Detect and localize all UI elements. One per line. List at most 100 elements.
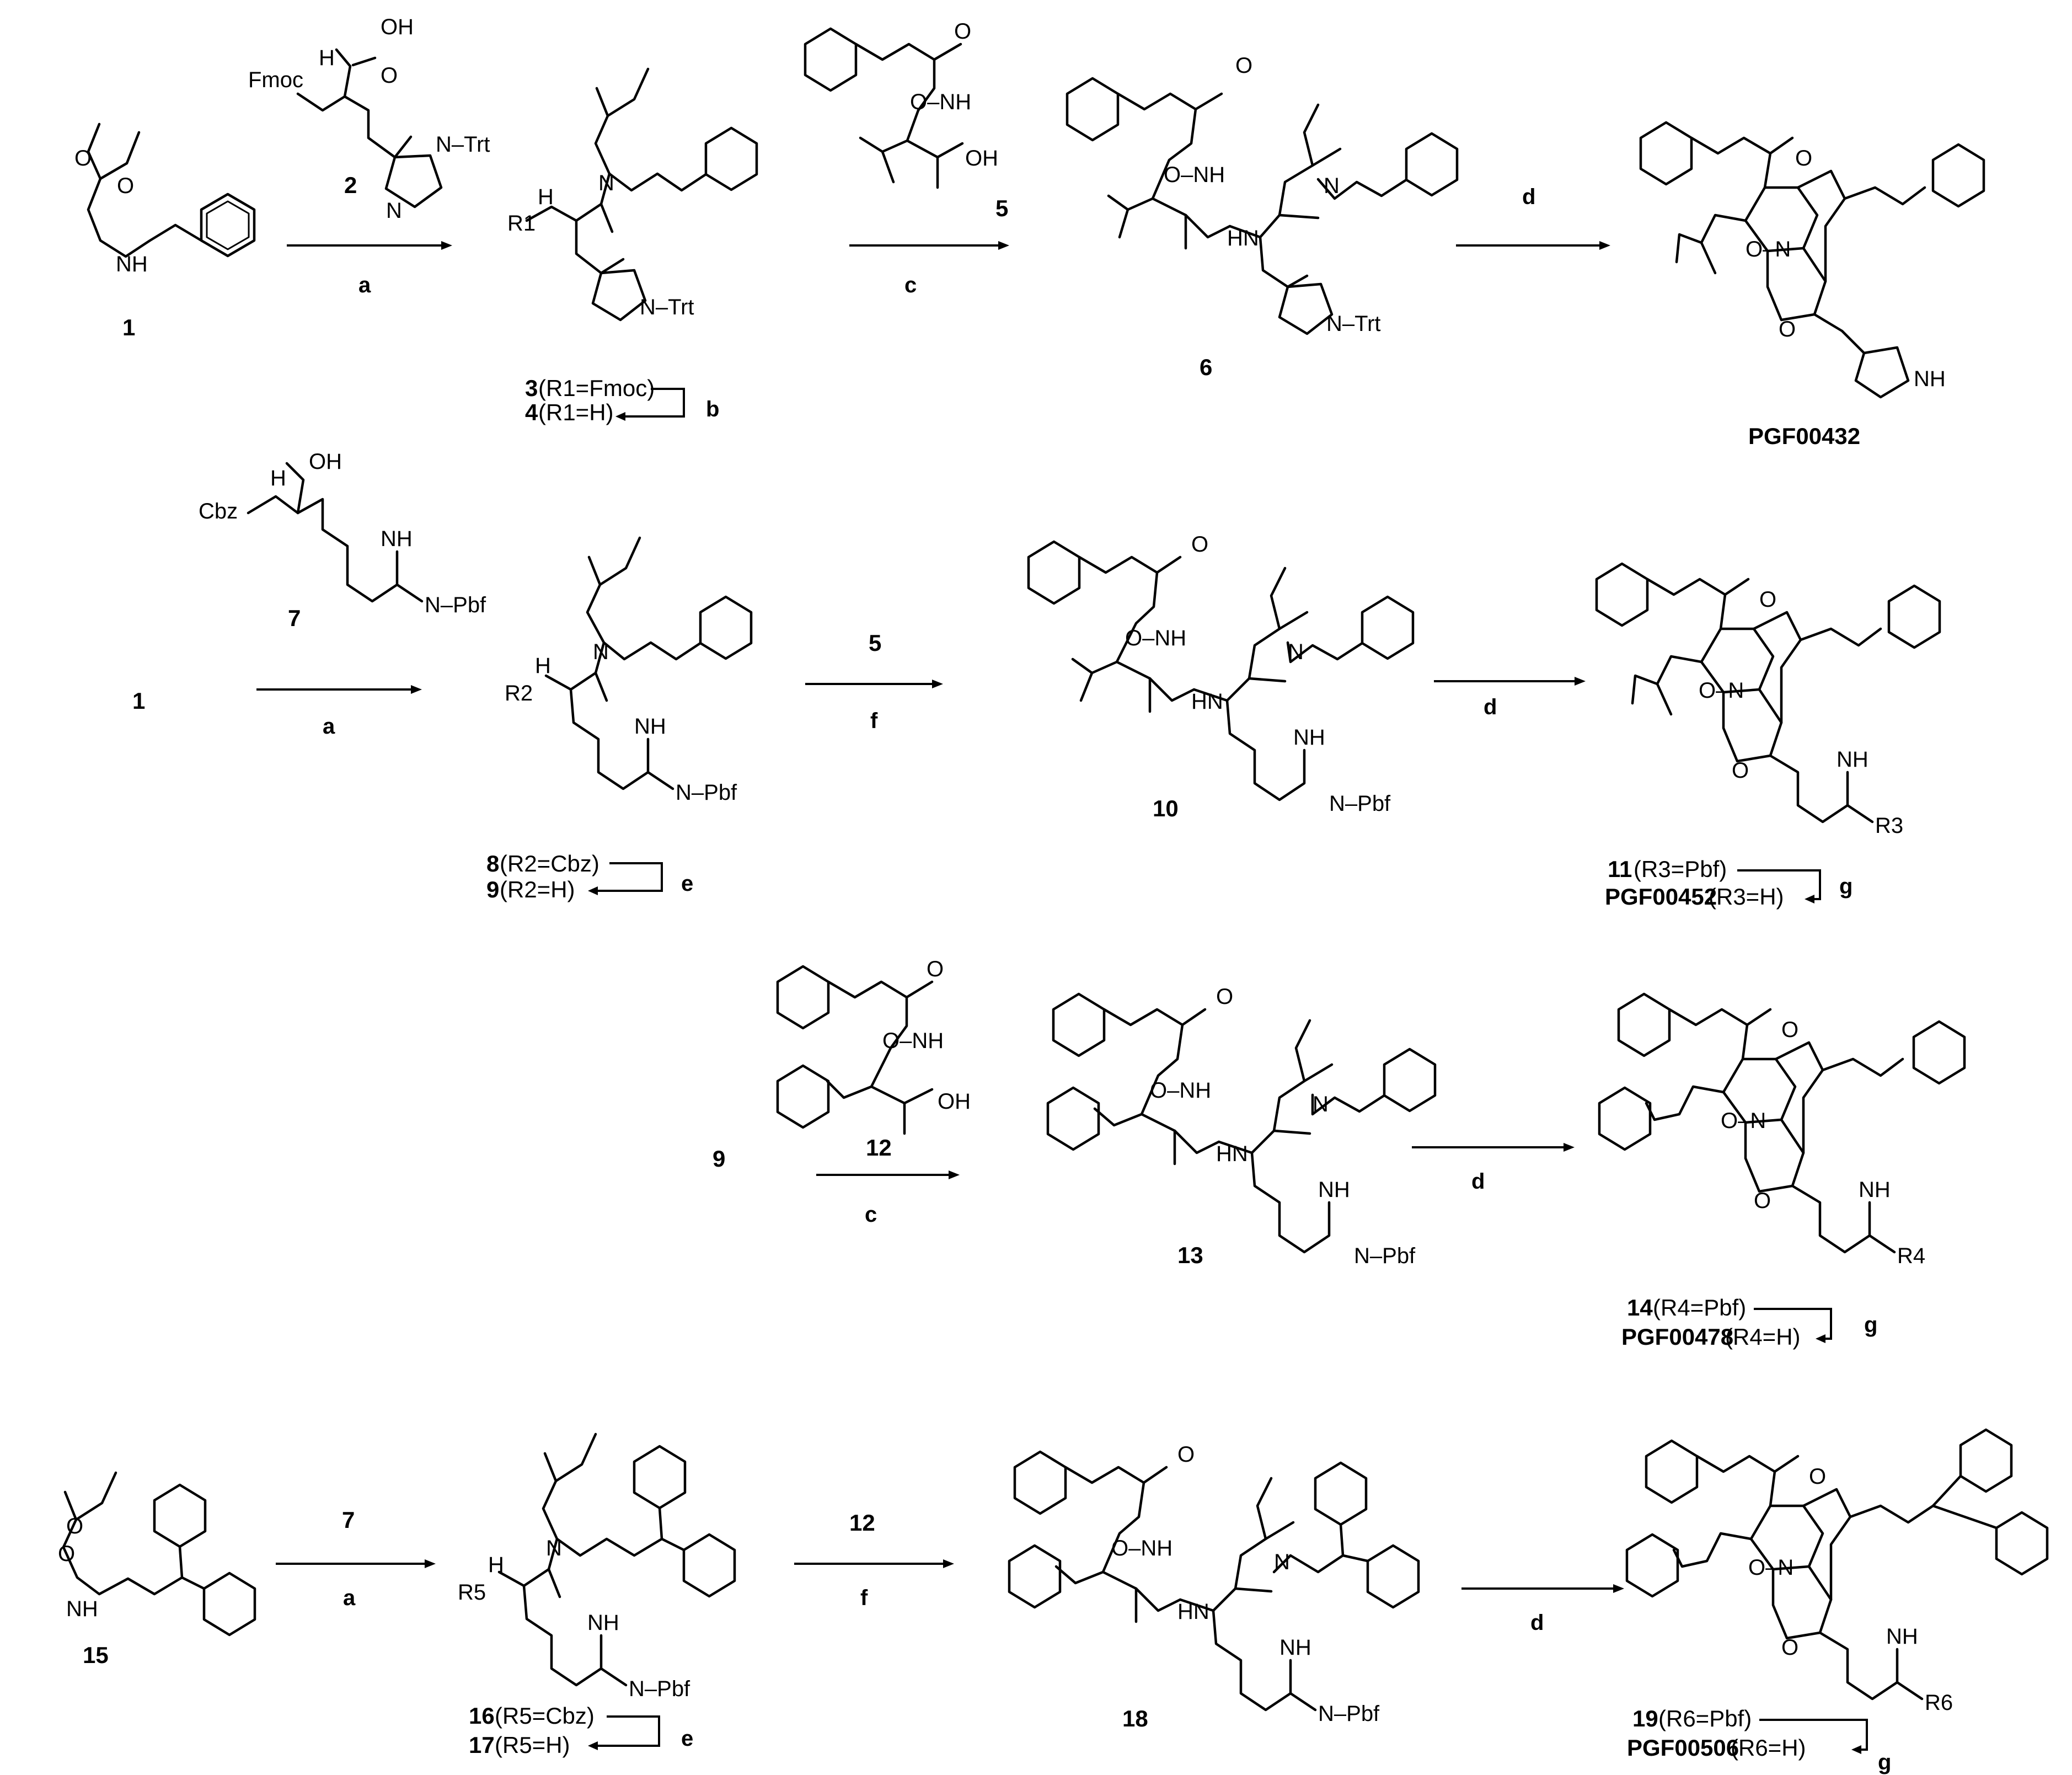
compound-12-structure: O O–NH OH — [776, 957, 971, 1135]
atom-on: O–N — [1746, 237, 1791, 261]
reagent-d: d — [1530, 1611, 1544, 1635]
bracket-arrow — [596, 1715, 660, 1747]
atom-nh: NH — [1837, 747, 1868, 772]
reagent-d: d — [1522, 185, 1535, 209]
compound-18-structure: O O–NH HN N NH N–Pbf — [1008, 1442, 1420, 1726]
arrowhead — [943, 1559, 954, 1568]
compound-label-11: 11 — [1608, 856, 1632, 882]
atom-oh: OH — [938, 1089, 971, 1114]
compound-label-4: 4 — [525, 399, 538, 425]
atom-n: N — [1324, 174, 1340, 198]
atom-r6: R6 — [1925, 1691, 1953, 1715]
atom-o: O — [1177, 1442, 1195, 1467]
atom-nh: NH — [66, 1597, 98, 1621]
compound-label-1-row2: 1 — [132, 688, 145, 714]
atom-o: O — [927, 957, 944, 981]
atom-n: N — [1288, 640, 1304, 664]
compound-16-structure: R5 H N NH N–Pbf — [458, 1432, 736, 1701]
compound-label-pgf00478: PGF00478 — [1621, 1324, 1733, 1350]
bracket-arrow — [1737, 869, 1821, 900]
arrowhead — [441, 241, 452, 250]
atom-hn: HN — [1177, 1600, 1209, 1624]
arrowhead — [1575, 677, 1586, 686]
compound-label-pgf00452: PGF00452 — [1605, 884, 1717, 910]
atom-nh: NH — [1859, 1178, 1891, 1202]
atom-o: O — [381, 63, 398, 88]
atom-onh: O–NH — [1125, 626, 1186, 650]
reagent-c: c — [904, 273, 917, 297]
reagent-g: g — [1839, 874, 1853, 899]
arrowhead — [998, 241, 1009, 250]
atom-nh: NH — [1318, 1178, 1350, 1202]
compound-label-13: 13 — [1177, 1242, 1203, 1268]
atom-h: H — [535, 654, 551, 678]
atom-h: H — [538, 185, 554, 209]
compound-label-9-row3: 9 — [713, 1146, 725, 1172]
atom-onh: O–NH — [1164, 163, 1225, 187]
substituent-8: (R2=Cbz) — [500, 851, 599, 876]
compound-label-8: 8 — [486, 851, 499, 876]
arrowhead — [1851, 1745, 1861, 1754]
atom-on: O–N — [1748, 1555, 1793, 1580]
atom-hn: HN — [1216, 1142, 1248, 1166]
atom-cbz: Cbz — [199, 499, 238, 523]
compound-label-18: 18 — [1122, 1706, 1148, 1731]
atom-nh: H — [319, 46, 335, 70]
atom-o: O — [66, 1514, 83, 1538]
compound-3-structure: R1 H N N–Trt — [507, 67, 758, 322]
atom-n: N — [1274, 1550, 1290, 1574]
reagent-a: a — [323, 714, 335, 739]
atom-hn: HN — [1227, 226, 1259, 250]
compound-label-9: 9 — [486, 876, 499, 902]
compound-2-structure: Fmoc H OH O N–Trt N — [248, 15, 490, 223]
arrowhead — [425, 1559, 436, 1568]
bracket-arrow — [1754, 1308, 1832, 1340]
atom-o: O — [1754, 1189, 1771, 1213]
atom-n: N — [1313, 1092, 1329, 1116]
compound-label-5-reagent: 5 — [869, 630, 881, 656]
compound-label-1: 1 — [122, 314, 135, 340]
atom-onh: O–NH — [910, 90, 971, 114]
atom-pbf: N–Pbf — [425, 593, 486, 617]
arrowhead — [1805, 895, 1814, 903]
bracket-arrow — [1759, 1719, 1868, 1751]
atom-o: O — [1795, 146, 1812, 170]
compound-label-3: 3 — [525, 375, 538, 401]
atom-r3: R3 — [1875, 814, 1903, 838]
compound-label-16: 16 — [469, 1703, 495, 1729]
atom-nh: NH — [1293, 725, 1325, 750]
atom-nh: NH — [381, 527, 413, 551]
atom-o: O — [74, 146, 92, 170]
reagent-e: e — [681, 1726, 693, 1751]
bracket-arrow — [623, 388, 685, 418]
atom-o: O — [1191, 532, 1208, 557]
arrowhead — [588, 886, 598, 895]
reagent-f: f — [860, 1586, 868, 1610]
substituent-pgf00478: (R4=H) — [1725, 1324, 1801, 1350]
atom-r5: R5 — [458, 1580, 486, 1605]
compound-6-structure: O O–NH HN N N–Trt — [1066, 54, 1459, 336]
atom-o: O — [117, 174, 134, 198]
compound-11-structure: O O–N O NH R3 — [1595, 562, 1941, 838]
compound-label-10: 10 — [1153, 795, 1179, 821]
arrowhead — [949, 1170, 960, 1179]
arrowhead — [1599, 241, 1610, 250]
arrowhead — [1816, 1334, 1825, 1343]
atom-o: O — [954, 19, 971, 44]
atom-on: O–N — [1699, 678, 1744, 703]
reagent-f: f — [870, 709, 878, 733]
compound-19-structure: O O–N O NH R6 — [1625, 1428, 2049, 1715]
compound-10-structure: O O–NH HN N NH N–Pbf — [1027, 532, 1415, 816]
atom-pbf: N–Pbf — [1354, 1244, 1416, 1268]
compound-label-15: 15 — [83, 1642, 109, 1668]
compound-label-pgf00506: PGF00506 — [1627, 1735, 1739, 1761]
atom-pbf: N–Pbf — [1329, 792, 1391, 816]
reagent-d: d — [1484, 695, 1497, 719]
compound-label-2: 2 — [344, 172, 357, 198]
arrowhead — [932, 680, 943, 688]
atom-oh: OH — [965, 146, 998, 170]
atom-n: N — [598, 171, 614, 195]
compound-label-12-reagent: 12 — [849, 1510, 875, 1536]
compound-label-5: 5 — [995, 195, 1008, 221]
atom-h: H — [270, 466, 286, 490]
